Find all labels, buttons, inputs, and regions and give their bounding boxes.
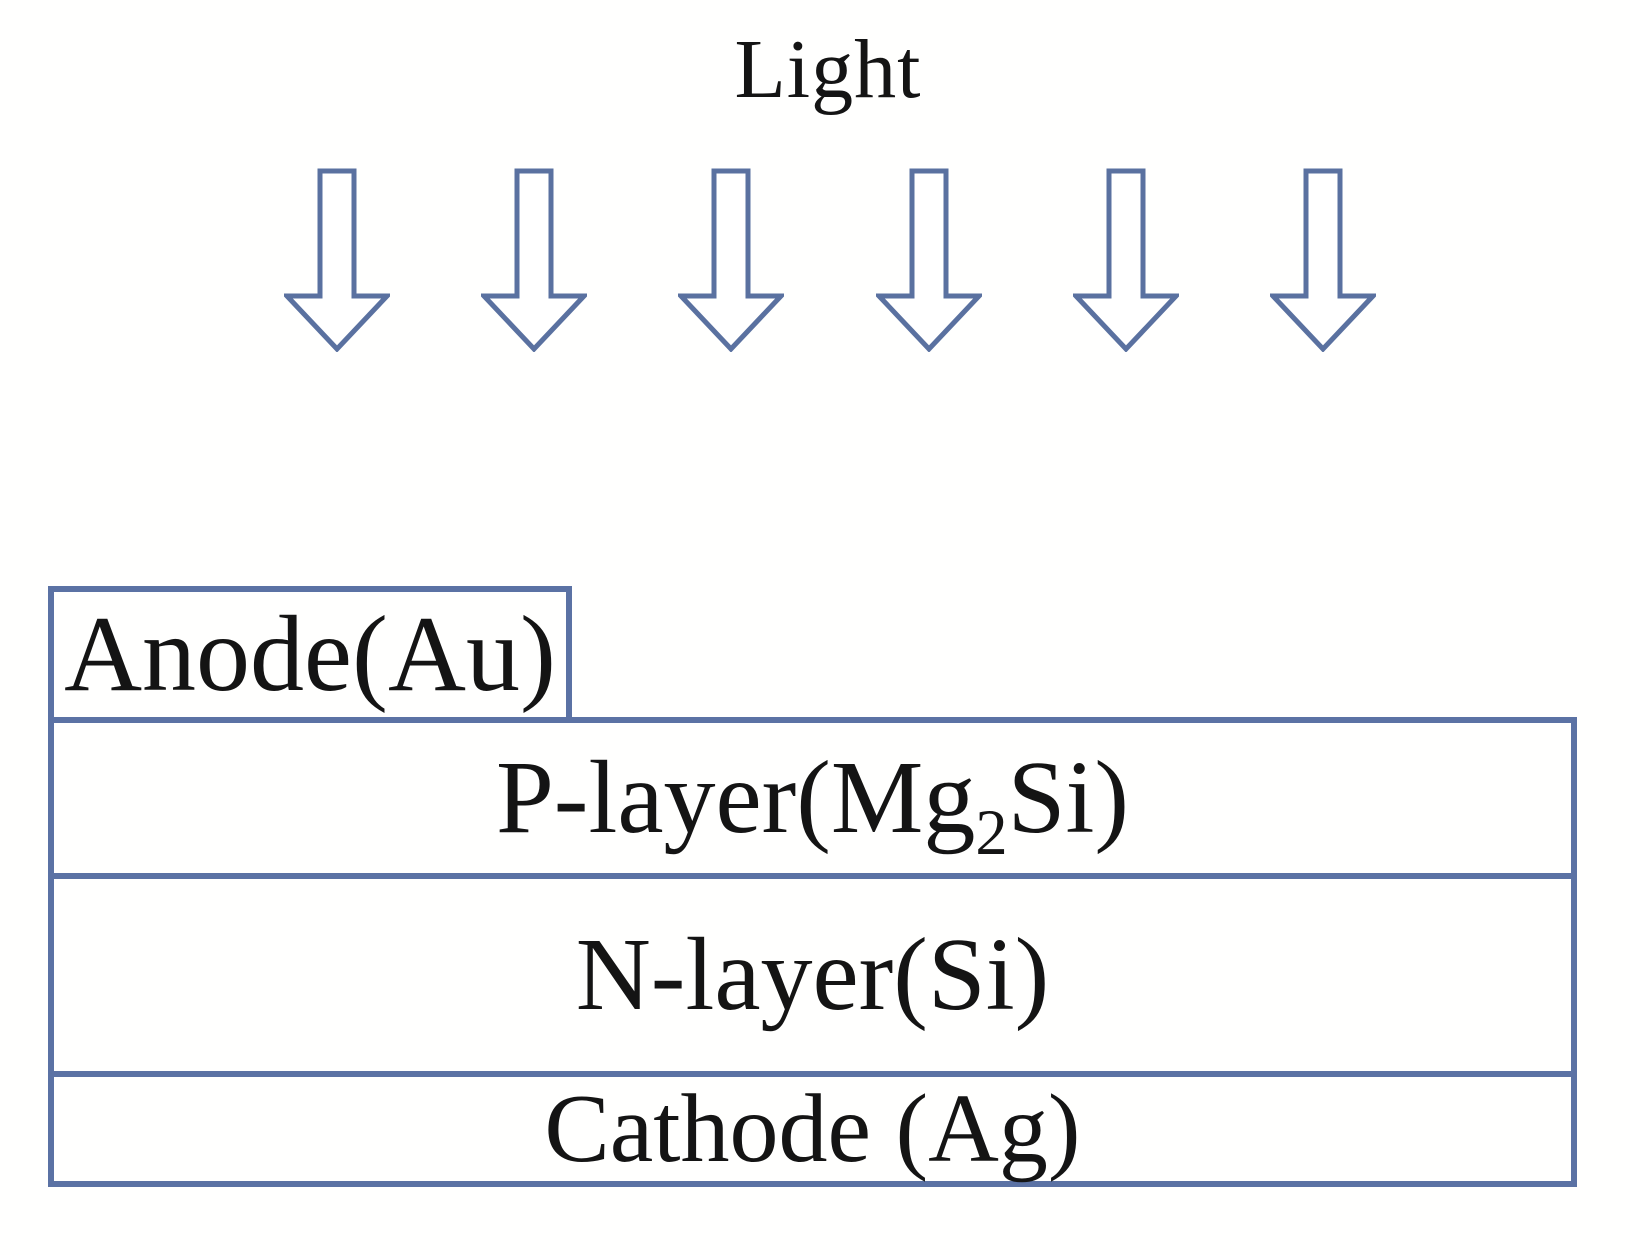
layer-cathode-label: Cathode (Ag) (544, 1075, 1081, 1183)
down-arrow-icon (1269, 168, 1376, 352)
down-arrow-icon (678, 168, 785, 352)
layer-p-label-prefix: P-layer(Mg (495, 740, 976, 855)
light-label: Light (734, 23, 922, 116)
layer-stack: P-layer(Mg2Si) N-layer(Si) Cathode (Ag) (48, 717, 1577, 1187)
layer-anode: Anode(Au) (48, 586, 572, 723)
layer-p: P-layer(Mg2Si) (54, 723, 1571, 879)
layer-anode-label: Anode(Au) (64, 594, 556, 714)
layer-cathode: Cathode (Ag) (54, 1077, 1571, 1181)
light-arrows-row (284, 168, 1376, 354)
down-arrow-icon (481, 168, 588, 352)
layer-p-label: P-layer(Mg2Si) (496, 746, 1129, 865)
layer-p-label-subscript: 2 (975, 796, 1008, 868)
down-arrow-icon (1072, 168, 1179, 352)
down-arrow-icon (284, 168, 390, 352)
down-arrow-icon (875, 168, 982, 352)
layer-p-label-suffix: Si) (1007, 740, 1130, 855)
layer-n: N-layer(Si) (54, 879, 1571, 1077)
layer-n-label: N-layer(Si) (575, 917, 1050, 1032)
